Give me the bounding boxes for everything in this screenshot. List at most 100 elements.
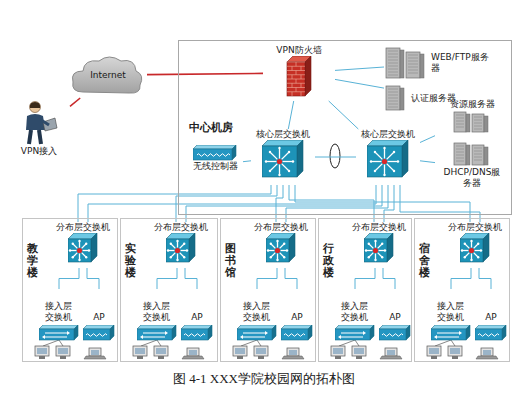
icon-part [370, 160, 372, 162]
device-label: AP [291, 312, 303, 323]
icon-part [78, 259, 80, 261]
icon-part [237, 356, 243, 359]
icon-part [283, 161, 294, 162]
icon-part [279, 165, 280, 176]
icon-part [472, 114, 484, 132]
lan-link [479, 268, 491, 289]
icon-part [431, 325, 470, 329]
icon-part [335, 356, 341, 359]
icon-part [276, 240, 278, 242]
icon-part [456, 146, 464, 147]
icon-part [45, 337, 67, 338]
server-icon [384, 46, 428, 80]
vpn-user: VPN接入 [8, 100, 70, 164]
icon-part [474, 120, 482, 121]
icon-part [287, 83, 305, 84]
device-label: 分布层交换机 [154, 222, 208, 233]
icon-part [408, 58, 418, 59]
icon-part [456, 149, 464, 150]
icon-part [189, 233, 195, 262]
icon-part [339, 340, 355, 346]
icon-part [175, 248, 180, 253]
icon-part [288, 151, 290, 153]
access-switch: 接入层交换机 [135, 289, 179, 341]
icon-part [475, 329, 502, 340]
icon-part [368, 243, 370, 245]
device-label: 接入层交换机 [143, 301, 171, 323]
icon-part [156, 348, 166, 354]
icon-part [502, 325, 506, 340]
icon-part [429, 348, 439, 354]
switch-icon [137, 325, 177, 341]
device-label: 接入层交换机 [341, 301, 369, 323]
icon-part [435, 340, 451, 346]
icon-part [301, 75, 302, 79]
icon-part [456, 124, 464, 125]
icon-part [84, 356, 106, 359]
icon-part [56, 346, 70, 356]
device-label: AP [93, 312, 105, 323]
icon-part [88, 249, 90, 251]
lan-link [335, 79, 384, 88]
icon-part [393, 170, 395, 172]
building-name: 宿舍楼 [419, 243, 430, 279]
lan-link [315, 157, 356, 158]
icon-part [243, 337, 265, 338]
lan-link [185, 268, 197, 289]
icon-part [400, 88, 404, 110]
icon-part [58, 348, 68, 354]
server-icon [452, 141, 492, 167]
icon-part [282, 356, 304, 359]
icon-part [387, 152, 394, 159]
icon-part [43, 118, 57, 131]
access-point: AP [474, 289, 508, 341]
icon-part [402, 140, 408, 177]
icon-part [275, 248, 280, 253]
device-label: AP [485, 312, 497, 323]
building-panel: 行政楼分布层交换机接入层交换机AP [318, 218, 412, 362]
icon-part [283, 256, 285, 258]
switch-icon [335, 325, 375, 341]
icon-part [135, 348, 145, 354]
user-figure [19, 100, 59, 146]
icon-part [42, 335, 45, 339]
icon-part [269, 151, 271, 153]
icon-part [461, 249, 463, 251]
icon-part [355, 340, 359, 346]
icon-part [408, 61, 418, 62]
icon-part [292, 83, 293, 87]
icon-part [371, 161, 382, 162]
icon-part [305, 56, 311, 96]
server-node: 资源服务器 [435, 99, 509, 139]
device-label: Internet [90, 70, 126, 81]
icon-part [456, 155, 464, 156]
icon-part [335, 329, 370, 340]
icon-part [388, 92, 398, 93]
building-panel: 图书馆分布层交换机接入层交换机AP [220, 218, 316, 362]
lan-link [257, 268, 277, 289]
icon-part [387, 233, 393, 262]
icon-part [43, 340, 59, 346]
icon-part [388, 89, 398, 90]
icon-part [387, 164, 394, 171]
icon-part [384, 148, 385, 159]
icon-part [39, 329, 74, 340]
distribution-switch: 分布层交换机 [349, 222, 409, 268]
access-point: AP [82, 289, 116, 341]
icon-part [166, 239, 189, 262]
server-icon [384, 84, 408, 112]
icon-part [37, 348, 47, 354]
device-label: VPN防火墙 [276, 45, 321, 56]
icon-part [45, 333, 67, 334]
building-name: 实验楼 [125, 243, 136, 279]
icon-part [406, 325, 410, 340]
icon-part [289, 350, 297, 355]
icon-part [270, 164, 277, 171]
icon-part [308, 325, 312, 340]
icon-part [365, 249, 367, 251]
icon-part [278, 147, 280, 149]
device-label: AP [191, 312, 203, 323]
icon-part [478, 334, 499, 337]
icon-part [292, 92, 293, 96]
icon-part [39, 130, 41, 144]
